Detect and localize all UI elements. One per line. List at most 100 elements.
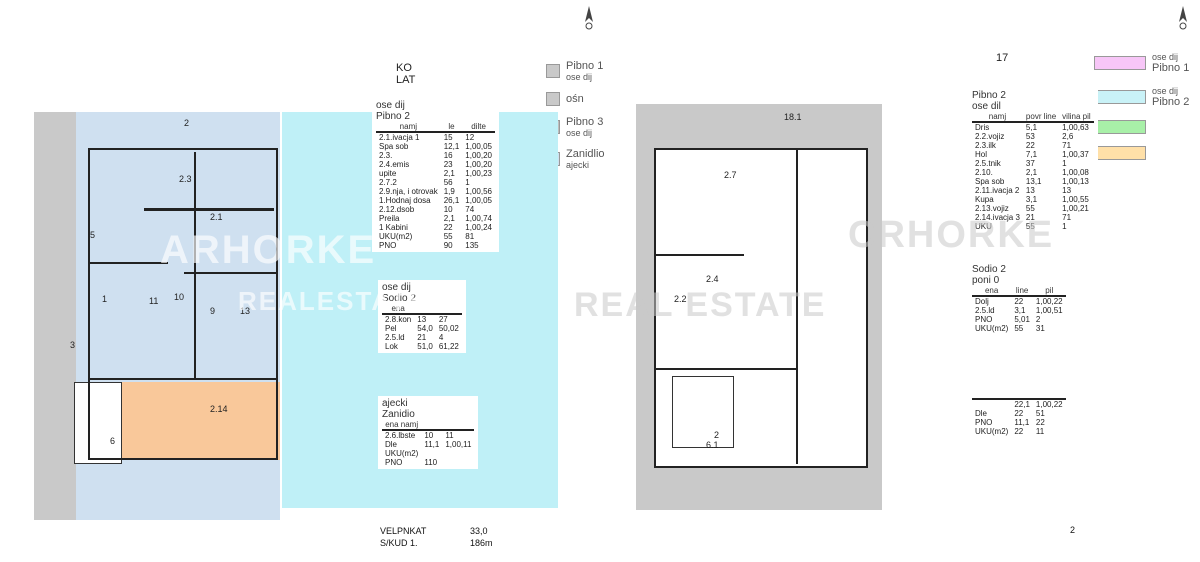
legend-sub: ose dij <box>566 72 593 82</box>
sheet-header-right: 17 <box>996 52 1009 64</box>
plan-wall <box>276 148 278 458</box>
left-footer: VELPNKAT 33,0 S/KUD 1. 186m <box>380 526 530 548</box>
col-header <box>442 420 475 431</box>
plan-zone-orange <box>120 382 280 460</box>
plan-wall <box>144 208 274 211</box>
col-header: vilina pil <box>1059 112 1094 123</box>
legend-right: ose dij Pibno 1 ose dij Pibno 2 <box>1094 52 1189 160</box>
col-header: povr line <box>1022 112 1060 123</box>
col-header: ena namj <box>382 420 422 431</box>
table-pre-title: Sodio 2 <box>972 264 1006 275</box>
footer-value: 2 <box>1070 525 1076 535</box>
table-pre-title: ajecki <box>382 398 408 409</box>
plan-wall <box>654 368 796 370</box>
table-title: Zanidio <box>382 409 415 420</box>
legend-right-item: ose dij Pibno 2 <box>1094 86 1189 108</box>
table-pre-title: ose dij <box>376 100 405 111</box>
col-header <box>421 420 443 431</box>
room-label: 6.1 <box>706 440 719 450</box>
legend-label: Zanidlio <box>566 148 605 160</box>
legend-label: ose dij <box>1152 86 1179 96</box>
plan-wall <box>184 272 278 274</box>
room-label: 2 <box>714 430 720 440</box>
footer-value: 186m <box>470 538 493 548</box>
legend-label: Pibno 1 <box>566 60 604 72</box>
sheet-header-left: KO LAT <box>396 62 415 86</box>
legend-label: Pibno 3 <box>566 116 604 128</box>
room-label: 2.4 <box>706 274 719 284</box>
col-header: le <box>440 122 463 133</box>
left-table-1: ose dij Pibno 2 namj le dilte 2.1.ivacja… <box>372 98 499 252</box>
legend-sub: ajecki <box>566 160 590 170</box>
plan-wall <box>88 262 168 264</box>
legend-swatch <box>546 92 560 106</box>
room-label: 2.14 <box>210 404 228 414</box>
plan-wall <box>654 254 744 256</box>
col-header: namj <box>376 122 441 133</box>
room-label: 10 <box>174 292 185 302</box>
legend-sub: Pibno 2 <box>1152 96 1190 108</box>
plan-wall <box>88 148 278 150</box>
room-label: 6 <box>110 436 116 446</box>
legend-right-item <box>1094 146 1189 160</box>
footer-value: 33,0 <box>470 526 488 536</box>
room-label: 2.7 <box>724 170 737 180</box>
col-header: line <box>1011 286 1033 297</box>
right-table-1: Pibno 2 ose dil namj povr line vilina pi… <box>968 88 1098 233</box>
room-label: 2.3 <box>179 174 192 184</box>
legend-right-item: ose dij Pibno 1 <box>1094 52 1189 74</box>
header-left-title: KO <box>396 62 412 74</box>
legend-sub: ose dij <box>566 128 593 138</box>
legend-left-item: Pibno 1 ose dij <box>546 60 605 82</box>
col-header: dilte <box>462 122 495 133</box>
table-title: poni 0 <box>972 275 1000 286</box>
table-title: Sodio 2 <box>382 293 416 304</box>
room-label: 5 <box>90 230 96 240</box>
room-label: 2.2 <box>674 294 687 304</box>
legend-swatch <box>546 64 560 78</box>
room-label: 9 <box>210 306 216 316</box>
col-header: namj <box>972 112 1023 123</box>
legend-right-item <box>1094 120 1189 134</box>
table-title: ose dil <box>972 101 1001 112</box>
legend-label: ośn <box>566 93 584 105</box>
plan-wall <box>88 378 278 380</box>
room-label: 2.1 <box>210 212 223 222</box>
legend-swatch <box>1094 56 1146 70</box>
plan-wall <box>194 152 196 378</box>
left-floor-plan: 2 2.3 2.1 5 1 11 10 13 9 3 2.14 6 <box>34 112 280 520</box>
room-label: 18.1 <box>784 112 802 122</box>
